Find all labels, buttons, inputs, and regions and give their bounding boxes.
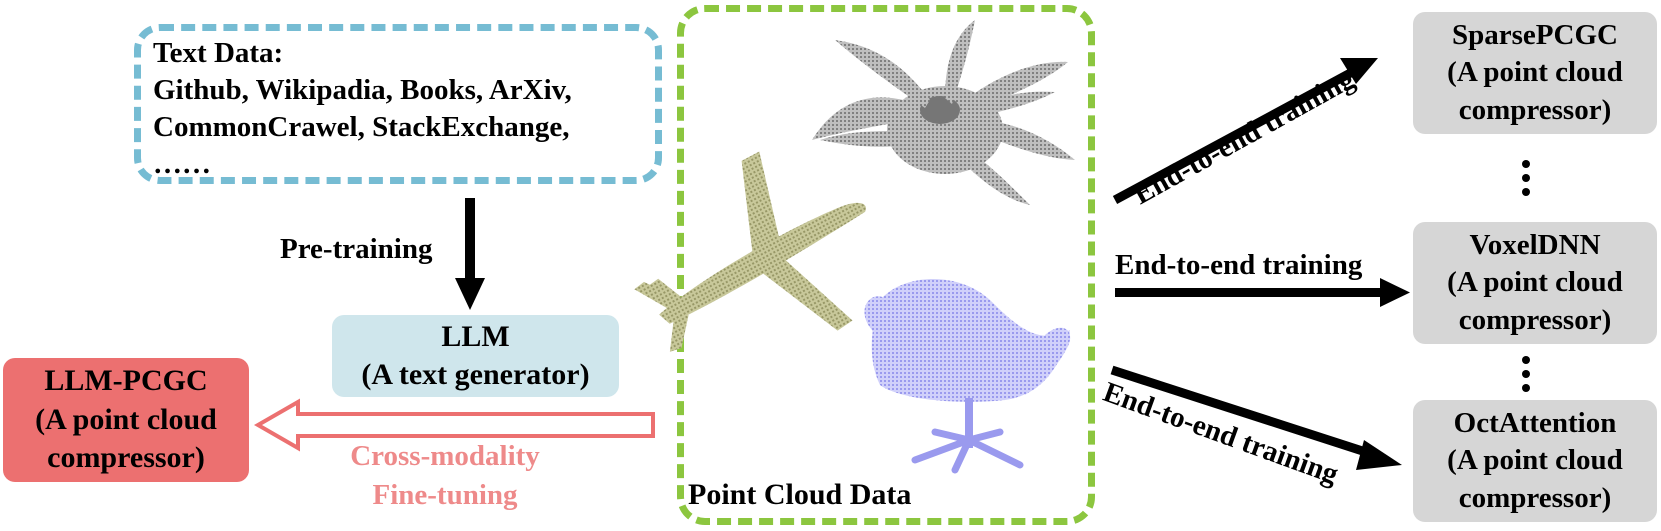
vertical-ellipsis-icon: [1519, 160, 1533, 196]
chair-pointcloud-icon: [864, 279, 1071, 474]
llm-box: LLM (A text generator): [332, 315, 619, 397]
training-arrow-2: [1115, 278, 1410, 307]
compressor-desc1: (A point cloud: [1447, 444, 1623, 477]
compressor-box-octattention: OctAttention (A point cloud compressor): [1413, 400, 1657, 522]
compressor-name: VoxelDNN: [1469, 229, 1601, 262]
training-arrow-1: [1112, 58, 1378, 204]
compressor-box-sparsepcgc: SparsePCGC (A point cloud compressor): [1413, 12, 1657, 134]
training-label-2: End-to-end training: [1115, 249, 1363, 281]
llm-pcgc-desc2: compressor): [47, 441, 205, 475]
point-cloud-label: Point Cloud Data: [688, 478, 912, 511]
cross-modality-arrow: [253, 398, 655, 452]
vertical-ellipsis-icon: [1519, 356, 1533, 392]
text-data-ellipsis: ……: [153, 148, 211, 181]
llm-name: LLM: [441, 319, 510, 353]
llm-pcgc-name: LLM-PCGC: [44, 364, 208, 398]
point-cloud-region: [677, 5, 1095, 525]
finetune-label-line1: Cross-modality: [350, 440, 540, 472]
pretraining-label: Pre-training: [280, 233, 433, 265]
text-data-title: Text Data:: [153, 37, 284, 69]
compressor-name: OctAttention: [1453, 407, 1617, 440]
compressor-box-voxeldnn: VoxelDNN (A point cloud compressor): [1413, 222, 1657, 344]
llm-pcgc-desc1: (A point cloud: [35, 402, 217, 436]
finetune-label-line2: Fine-tuning: [372, 478, 518, 511]
text-data-sources-line2: CommonCrawel, StackExchange,: [153, 111, 570, 144]
text-data-sources-line1: Github, Wikipadia, Books, ArXiv,: [153, 74, 572, 107]
plant-pointcloud-icon: [812, 20, 1075, 205]
compressor-desc1: (A point cloud: [1447, 56, 1623, 89]
training-arrow-3: [1110, 365, 1402, 470]
text-data-box: Text Data: Github, Wikipadia, Books, ArX…: [134, 24, 662, 184]
airplane-pointcloud-icon: [634, 151, 866, 352]
compressor-desc2: compressor): [1458, 303, 1612, 336]
compressor-desc1: (A point cloud: [1447, 266, 1623, 299]
finetune-label: Cross-modality Fine-tuning: [325, 437, 565, 515]
compressor-desc2: compressor): [1458, 93, 1612, 126]
pretraining-arrow: [455, 198, 485, 310]
llm-pcgc-box: LLM-PCGC (A point cloud compressor): [3, 358, 249, 482]
compressor-name: SparsePCGC: [1452, 19, 1618, 52]
compressor-desc2: compressor): [1458, 481, 1612, 514]
llm-desc: (A text generator): [361, 358, 590, 391]
